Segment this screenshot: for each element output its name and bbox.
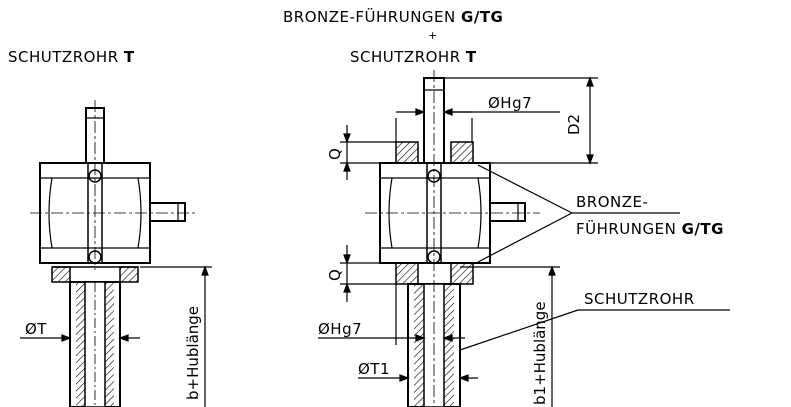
bronze-callout-line-1: BRONZE- (576, 193, 649, 211)
right-shaft-top-label: ØHg7 (488, 94, 533, 112)
left-title: SCHUTZROHR T (8, 50, 135, 65)
bronze-callout-line-2: FÜHRUNGEN G/TG (576, 222, 724, 237)
schutzrohr-callout: SCHUTZROHR (584, 290, 695, 308)
header-line-2-bold: T (465, 48, 477, 66)
right-housing (379, 162, 491, 264)
left-length-label: b+Hublänge (184, 305, 202, 400)
header-line-2: SCHUTZROHR T (350, 50, 477, 65)
header-line-2-text: SCHUTZROHR (350, 48, 461, 66)
left-side-shaft (149, 202, 186, 222)
left-title-bold: T (123, 48, 135, 66)
right-q-top-label: Q (326, 148, 344, 160)
left-diameter-label: ØT (25, 320, 47, 338)
header-line-1-text: BRONZE-FÜHRUNGEN (283, 8, 456, 26)
left-gearbox-view (39, 107, 186, 407)
right-diameter-label: ØT1 (358, 360, 391, 378)
right-length-label: b1+Hublänge (531, 301, 549, 405)
right-side-shaft (489, 202, 526, 222)
header-plus: + (428, 29, 438, 42)
left-dimension-lines (20, 265, 212, 407)
header-line-1-bold: G/TG (461, 8, 504, 26)
right-gearbox-view (379, 77, 526, 407)
right-dimension-lines (318, 76, 730, 407)
bronze-callout-bold: G/TG (681, 220, 724, 238)
right-shaft-bottom-label: ØHg7 (318, 320, 363, 338)
header-line-1: BRONZE-FÜHRUNGEN G/TG (283, 10, 503, 25)
right-q-bottom-label: Q (326, 269, 344, 281)
bronze-callout-line-2-text: FÜHRUNGEN (576, 220, 677, 238)
right-d2-label: D2 (565, 113, 583, 135)
left-title-text: SCHUTZROHR (8, 48, 119, 66)
left-housing (39, 162, 151, 264)
